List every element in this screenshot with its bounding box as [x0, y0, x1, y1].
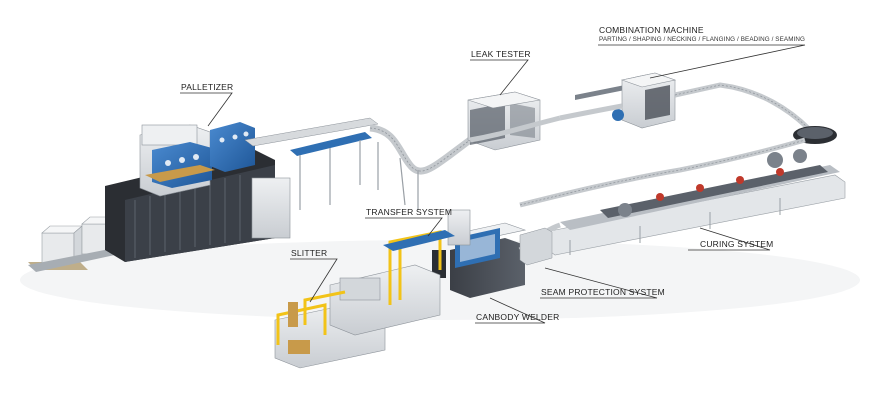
- label-canbody-welder: CANBODY WELDER: [476, 312, 560, 322]
- label-combination-ops: PARTING / SHAPING / NECKING / FLANGING /…: [599, 36, 806, 43]
- label-combination-machine: COMBINATION MACHINE: [599, 25, 704, 35]
- label-palletizer: PALLETIZER: [181, 82, 234, 92]
- leak-tester-machine: [467, 91, 561, 151]
- label-curing-system: CURING SYSTEM: [700, 239, 774, 249]
- combination-machine: [559, 72, 677, 129]
- leader-lines: [180, 44, 806, 324]
- curing-system-machine: [544, 149, 846, 256]
- label-slitter: SLITTER: [291, 248, 328, 258]
- palletizer-machine: [105, 122, 291, 262]
- loop-conveyor: [519, 82, 837, 208]
- label-transfer-system: TRANSFER SYSTEM: [366, 207, 453, 217]
- seam-protection-unit: [519, 227, 553, 266]
- palletizer-conveyor: [244, 117, 473, 210]
- canbody-welder-machine: [432, 209, 561, 298]
- label-leak-tester: LEAK TESTER: [471, 49, 531, 59]
- label-seam-protection-system: SEAM PROTECTION SYSTEM: [541, 287, 665, 297]
- slitter-machine: [274, 230, 455, 369]
